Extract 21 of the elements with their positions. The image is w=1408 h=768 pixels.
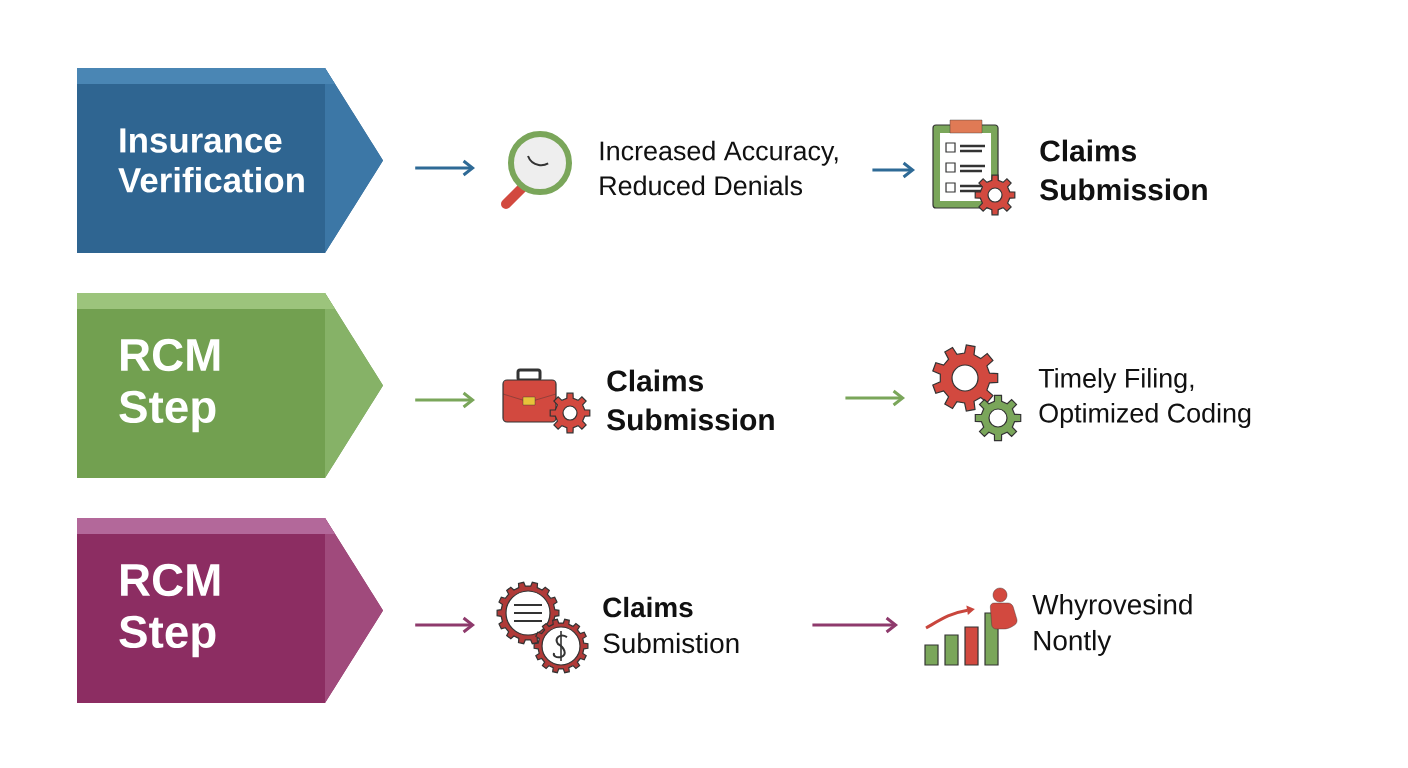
chevron-box: Insurance Verification (77, 68, 383, 253)
chevron-box: RCM Step (77, 518, 383, 703)
arrow (872, 161, 915, 179)
icon-text-item: Increased Accuracy, Reduced Denials (501, 131, 838, 209)
node-label: Timely Filing, Optimized Coding (1038, 368, 1251, 428)
arrow (845, 389, 905, 407)
node-label: Increased Accuracy, Reduced Denials (600, 140, 838, 196)
arrow (812, 616, 898, 634)
icon-text-item: Claims Submission (502, 368, 774, 434)
arrow (415, 391, 475, 409)
arrow (415, 616, 475, 634)
icon-text-item: Claims Submistion (496, 581, 739, 674)
node-label: Whyrovesind Nontly (1032, 594, 1192, 656)
icon-text-item: Claims Submission (932, 119, 1207, 216)
icon-text-item: Timely Filing, Optimized Coding (932, 344, 1251, 442)
node-label: Claims Submission (1040, 139, 1207, 201)
node-label: Claims Submistion (603, 596, 739, 654)
node-label: Claims Submission (607, 369, 774, 431)
arrow (415, 159, 475, 177)
icon-text-item: Whyrovesind Nontly (924, 587, 1192, 666)
chevron-box: RCM Step (77, 293, 383, 478)
